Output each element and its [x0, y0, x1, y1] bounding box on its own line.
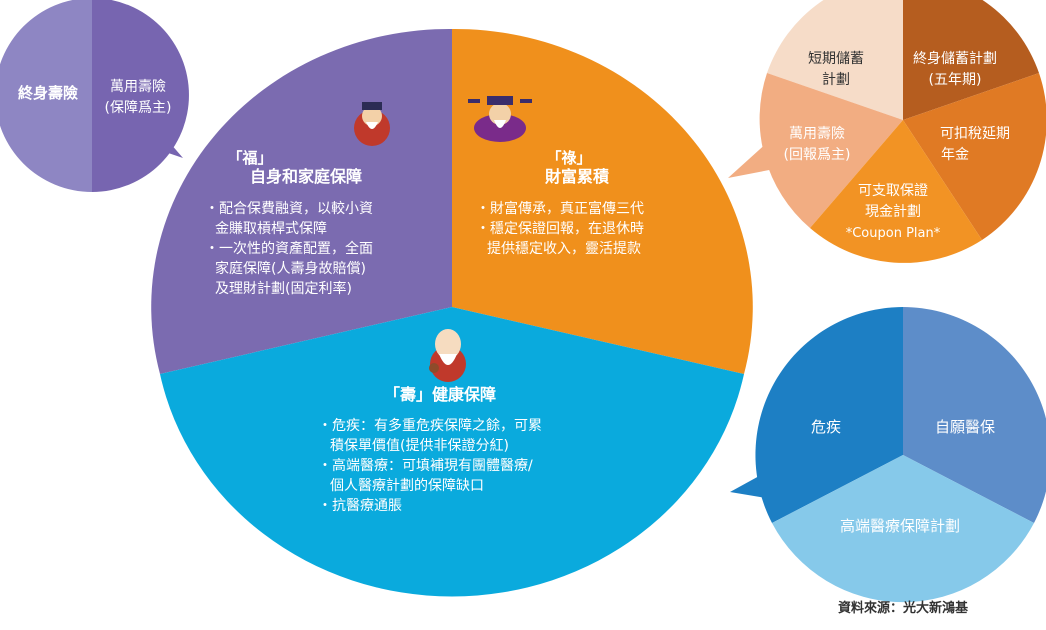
lu-line-3: 提供穩定收入，靈活提款 [487, 241, 641, 257]
wealth-slice-whole-life [903, 0, 1039, 120]
lu-text: 「祿」 財富累積 ・財富傳承，真正富傳三代 ・穩定保證回報，在退休時 提供穩定收… [476, 149, 644, 257]
shou-text: 「壽」健康保障 ・危疾：有多重危疾保障之餘，可累 積保單價值(提供非保證分紅) … [318, 385, 542, 514]
shou-god-icon [429, 329, 466, 382]
main-pie [151, 28, 753, 597]
wealth-label-coupon-1: 可支取保證 [858, 182, 928, 199]
fu-line-4: 家庭保障(人壽身故賠償) [215, 260, 366, 277]
wealth-label-tax-2: 年金 [941, 147, 969, 163]
wealth-label-short-term-2: 計劃 [822, 72, 850, 88]
life-insurance-pie: 終身壽險 萬用壽險 (保障爲主) [0, 0, 189, 192]
lu-title-1: 「祿」 [546, 149, 591, 167]
health-label-vhis: 自願醫保 [935, 418, 995, 436]
lu-line-2: ・穩定保證回報，在退休時 [476, 220, 644, 237]
pie-slice-shou [160, 307, 744, 597]
fu-line-1: ・配合保費融資，以較小資 [205, 201, 373, 217]
fu-text: 「福」 自身和家庭保障 ・配合保費融資，以較小資 金賺取槓桿式保障 ・一次性的資… [205, 149, 373, 297]
shou-line-4: 個人醫療計劃的保障缺口 [330, 477, 484, 494]
wealth-label-whole-life-2: (五年期) [929, 72, 982, 88]
wealth-pie: 短期儲蓄 計劃 終身儲蓄計劃 (五年期) 萬用壽險 (回報爲主) 可扣稅延期 年… [728, 0, 1046, 263]
shou-line-2: 積保單價值(提供非保證分紅) [330, 437, 509, 454]
health-label-high-end: 高端醫療保障計劃 [840, 517, 960, 535]
fu-title-1: 「福」 [227, 149, 272, 167]
life-pie-left [0, 0, 92, 192]
health-slice-critical [755, 307, 903, 523]
lu-god-icon [468, 96, 532, 142]
fu-line-5: 及理財計劃(固定利率) [215, 280, 352, 297]
health-label-critical: 危疾 [811, 418, 841, 436]
wealth-slice-coupon [810, 120, 982, 263]
fu-line-3: ・一次性的資產配置，全面 [205, 240, 373, 257]
shou-line-1: ・危疾：有多重危疾保障之餘，可累 [318, 417, 542, 434]
health-pie: 危疾 自願醫保 高端醫療保障計劃 [730, 307, 1046, 603]
wealth-label-ul-return-1: 萬用壽險 [789, 126, 845, 142]
wealth-label-coupon-2: 現金計劃 [865, 204, 921, 220]
health-slice-vhis [903, 307, 1046, 523]
shou-title: 「壽」健康保障 [384, 385, 496, 404]
wealth-label-short-term-1: 短期儲蓄 [808, 51, 864, 67]
life-pie-right-label-1: 萬用壽險 [110, 79, 166, 95]
shou-line-5: ・抗醫療通脹 [318, 497, 402, 514]
wealth-slice-tax [903, 73, 1046, 240]
health-slice-high-end [772, 455, 1034, 603]
wealth-label-tax-1: 可扣稅延期 [940, 126, 1010, 142]
life-pie-left-label: 終身壽險 [18, 84, 78, 102]
fu-line-2: 金賺取槓桿式保障 [215, 221, 327, 237]
lu-title-2: 財富累積 [545, 167, 610, 186]
source-note: 資料來源：光大新鴻基 [838, 600, 969, 616]
wealth-label-ul-return-2: (回報爲主) [784, 147, 851, 163]
lu-line-1: ・財富傳承，真正富傳三代 [476, 200, 644, 217]
wealth-label-coupon-3: *Coupon Plan* [846, 226, 941, 241]
wealth-label-whole-life-1: 終身儲蓄計劃 [913, 51, 997, 67]
life-pie-right-label-2: (保障爲主) [105, 100, 172, 116]
fu-god-icon [354, 102, 390, 146]
wealth-slice-ul-return [759, 73, 903, 228]
shou-line-3: ・高端醫療：可填補現有團體醫療/ [318, 457, 533, 474]
pie-slice-lu [452, 28, 753, 374]
wealth-slice-short-term [767, 0, 903, 120]
fu-title-2: 自身和家庭保障 [250, 167, 362, 186]
life-pie-right [92, 0, 189, 192]
